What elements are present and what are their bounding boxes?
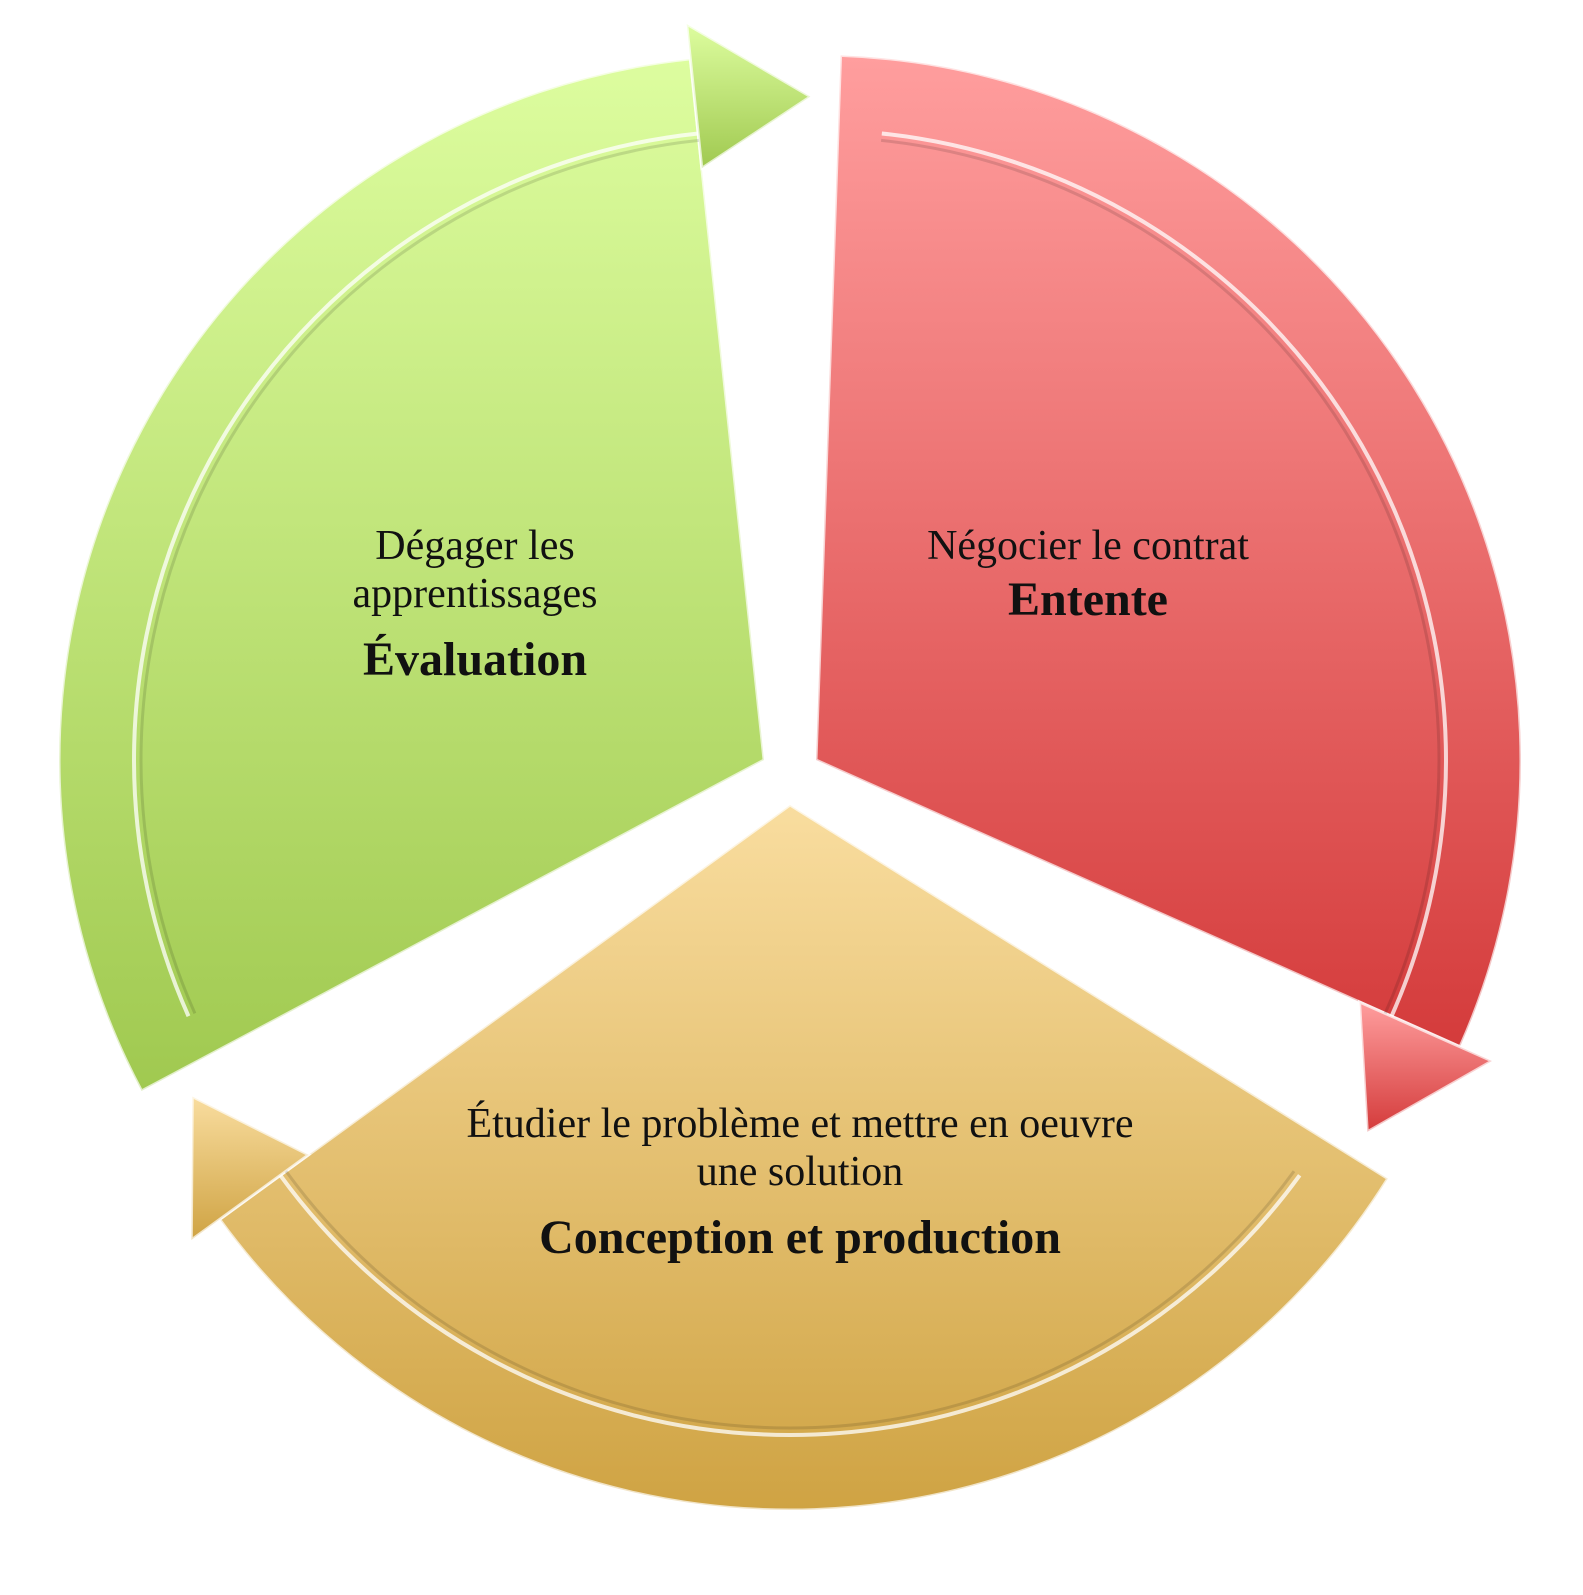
segment-evaluation [57, 21, 814, 1094]
segment-body [57, 57, 766, 1094]
conception-title: Conception et production [539, 1211, 1061, 1264]
arrowhead-icon [189, 1094, 312, 1243]
label-entente: Négocier le contrat Entente [927, 522, 1249, 630]
conception-subtitle: Étudier le problème et mettre en oeuvre … [466, 1101, 1134, 1195]
arrowhead-icon [684, 21, 814, 171]
segment-body [814, 53, 1523, 1049]
arrow-band-edge [881, 131, 1448, 1018]
arrow-band-edge [132, 131, 699, 1018]
arrow-band-shadow [284, 1170, 1296, 1430]
evaluation-title: Évaluation [362, 633, 588, 686]
arrow-band-edge [278, 1174, 1302, 1437]
entente-subtitle: Négocier le contrat [927, 523, 1249, 569]
segment-body [217, 803, 1390, 1512]
arrow-band-shadow [139, 138, 700, 1015]
entente-title: Entente [1008, 573, 1168, 626]
label-evaluation: Dégager les apprentissages Évaluation [310, 522, 640, 690]
segment-entente [814, 53, 1523, 1135]
evaluation-subtitle: Dégager les apprentissages [352, 523, 598, 617]
arrowhead-icon [1357, 999, 1496, 1135]
label-conception: Étudier le problème et mettre en oeuvre … [450, 1100, 1150, 1268]
segment-conception [189, 803, 1390, 1512]
arrow-band-shadow [880, 138, 1441, 1015]
